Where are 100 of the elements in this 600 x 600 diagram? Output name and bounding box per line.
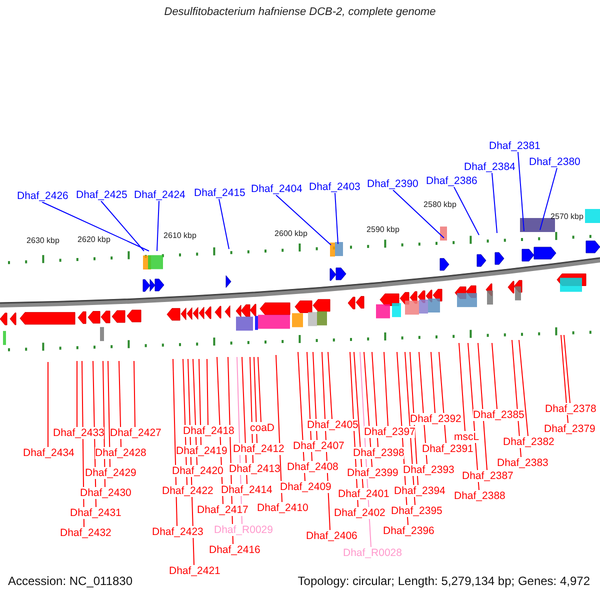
leader-line	[392, 190, 444, 238]
gene-label: Dhaf_2378	[545, 403, 596, 415]
gene-label: Dhaf_2384	[464, 161, 516, 173]
gene-label: Dhaf_2418	[183, 425, 234, 437]
scale-label: 2580 kbp	[424, 200, 456, 210]
gene-label: Dhaf_2390	[367, 178, 418, 190]
leader-line	[492, 342, 498, 410]
gene-label: Dhaf_2424	[134, 189, 186, 201]
gene-label: Dhaf_2381	[489, 140, 540, 152]
leader-line	[156, 200, 160, 252]
gene-label: mscL	[454, 431, 480, 443]
leader-line	[118, 360, 122, 448]
gene-label: Dhaf_2414	[221, 484, 272, 496]
leader-line	[42, 202, 150, 252]
leader-line	[430, 352, 436, 414]
leader-line	[206, 358, 208, 426]
gene-label: coaD	[250, 422, 275, 434]
scale-label: 2610 kbp	[164, 231, 196, 241]
gene-label: Dhaf_2385	[473, 409, 524, 421]
scale-label: 2590 kbp	[366, 225, 400, 235]
leader-line	[372, 352, 378, 448]
gene-label: Dhaf_2401	[338, 488, 390, 500]
gene-label: Dhaf_2426	[17, 190, 68, 202]
gene-label: Dhaf_2392	[410, 413, 462, 425]
leader-line	[100, 200, 144, 252]
leader-line	[328, 352, 332, 420]
gene-label: Dhaf_2419	[176, 445, 228, 457]
gene-label: Dhaf_2399	[347, 467, 398, 479]
gene-label: Dhaf_R0029	[214, 524, 273, 536]
gene-label: Dhaf_2413	[229, 463, 280, 475]
gene-label: Dhaf_2405	[307, 419, 358, 431]
scale-label: 2570 kbp	[550, 212, 584, 222]
gene-label: Dhaf_2386	[426, 175, 478, 187]
gene-label: Dhaf_2417	[197, 504, 248, 516]
gene-label: Dhaf_2407	[293, 440, 344, 452]
gene-label: Dhaf_2391	[422, 443, 474, 455]
gene-label: Dhaf_2425	[76, 189, 128, 201]
gene-label: Dhaf_2428	[95, 447, 146, 459]
leader-line	[438, 352, 446, 444]
leader-line	[108, 360, 110, 468]
gene-label: Dhaf_2415	[194, 187, 246, 199]
gene-label: Dhaf_2429	[85, 467, 136, 479]
gene-label: Dhaf_2403	[309, 181, 360, 193]
leader-line	[312, 352, 318, 440]
gene-label: Dhaf_2393	[403, 464, 454, 476]
gene-label: Dhaf_2416	[209, 544, 260, 556]
gene-label: Dhaf_2397	[364, 426, 416, 438]
gene-label: Dhaf_2408	[287, 461, 338, 473]
leader-line	[478, 342, 488, 470]
gene-label: Dhaf_2421	[169, 565, 220, 577]
gene-label: Dhaf_2427	[110, 427, 162, 439]
leader-line	[492, 172, 498, 234]
gene-label: Dhaf_2380	[529, 156, 580, 168]
gene-label: Dhaf_2394	[394, 485, 446, 497]
gene-label: Dhaf_R0028	[343, 547, 402, 559]
gene-label: Dhaf_2382	[503, 436, 554, 448]
gene-label: Dhaf_2406	[306, 530, 358, 542]
gene-label: Dhaf_2402	[334, 507, 386, 519]
leader-line	[76, 360, 78, 428]
leader-line	[454, 186, 480, 236]
gene-label: Dhaf_2383	[497, 457, 548, 469]
leader-line	[172, 358, 178, 526]
gene-label: Dhaf_2432	[60, 527, 112, 539]
scale-label: 2620 kbp	[78, 235, 110, 245]
leader-line	[334, 192, 338, 244]
gene-label: Dhaf_2395	[391, 505, 442, 517]
gene-label: Dhaf_2433	[53, 427, 104, 439]
title: Desulfitobacterium hafniense DCB-2, complete genome	[163, 5, 437, 19]
gene-label: Dhaf_2409	[280, 481, 332, 493]
leader-line	[384, 352, 388, 426]
leader-line	[540, 168, 558, 230]
scale-label: 2600 kbp	[274, 229, 308, 239]
accession-text: Accession: NC_011830	[8, 574, 133, 588]
leader-line	[518, 152, 524, 232]
gene-label: Dhaf_2434	[23, 447, 74, 459]
scale-label: 2630 kbp	[26, 236, 60, 246]
leader-line	[134, 360, 136, 428]
leader-line	[276, 194, 332, 246]
gene-label: Dhaf_2420	[172, 465, 224, 477]
genome-info-text: Topology: circular; Length: 5,279,134 bp; Genes: 4,972	[298, 574, 590, 588]
leader-line	[564, 334, 570, 404]
gene-label: Dhaf_2422	[162, 485, 214, 497]
gene-label: Dhaf_2396	[383, 525, 434, 537]
gene-label: Dhaf_2388	[454, 490, 506, 502]
leader-line	[218, 198, 230, 250]
gene-label: Dhaf_2412	[233, 443, 284, 455]
gene-label: Dhaf_2387	[462, 470, 514, 482]
leader-line	[518, 340, 528, 436]
gene-label: Dhaf_2379	[544, 423, 596, 435]
gene-label: Dhaf_2430	[80, 487, 132, 499]
gene-label: Dhaf_2423	[152, 526, 204, 538]
gene-label: Dhaf_2431	[70, 507, 122, 519]
gene-label: Dhaf_2410	[257, 502, 308, 514]
gene-label: Dhaf_2398	[353, 447, 404, 459]
leader-line	[258, 356, 262, 422]
leader-line	[198, 358, 202, 446]
leader-line	[560, 334, 568, 424]
gene-label: Dhaf_2404	[251, 183, 302, 195]
leader-line	[458, 342, 466, 432]
leader-line	[254, 356, 258, 444]
